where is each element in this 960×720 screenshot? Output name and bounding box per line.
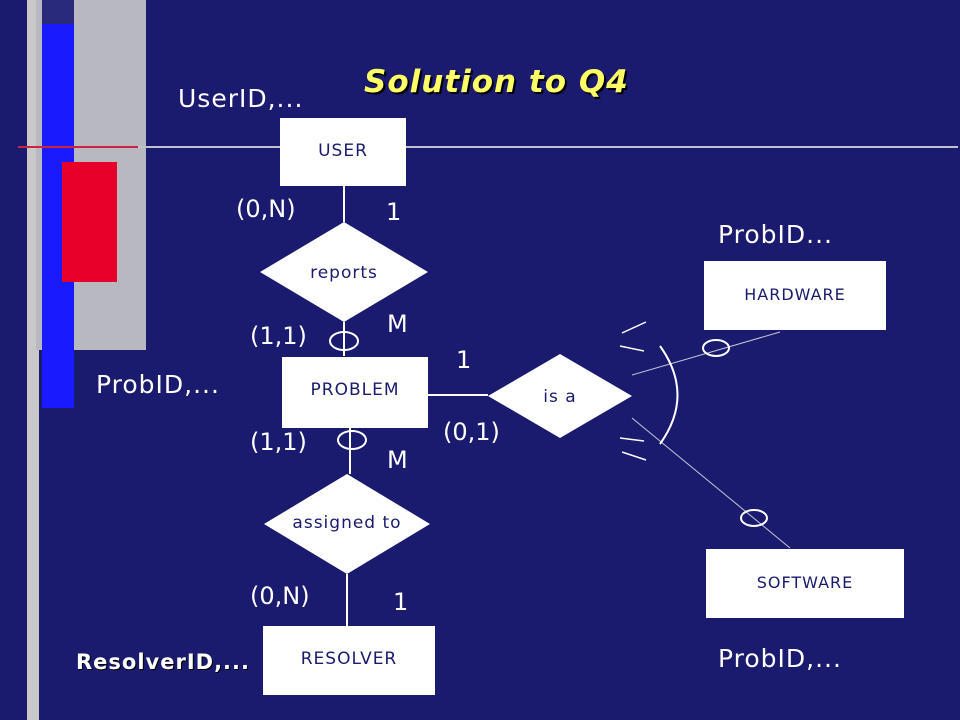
entity-problem-label: PROBLEM	[310, 380, 400, 400]
relationship-diamond-isa	[488, 354, 632, 438]
entity-software-label: SOFTWARE	[756, 573, 854, 592]
entity-box-user	[280, 118, 406, 186]
entity-user-label: USER	[318, 141, 368, 161]
attribute-software: ProbID,...	[718, 644, 842, 673]
participation-circle-reports	[329, 331, 359, 351]
cardinality-problem-reports-ratio: M	[387, 310, 408, 338]
participation-circle-hardware	[702, 339, 730, 357]
participation-circle-assigned	[337, 430, 367, 450]
cardinality-user-participation: (0,N)	[236, 195, 296, 223]
relationship-isa-label: is a	[543, 387, 577, 407]
diagram-title: Solution to Q4	[364, 64, 629, 100]
subclass-arc-bottom	[619, 437, 647, 461]
entity-box-resolver	[263, 626, 435, 695]
participation-circle-software	[740, 509, 768, 527]
relationship-reports-label: reports	[310, 263, 378, 283]
entity-box-problem	[282, 357, 428, 428]
cardinality-problem-reports-participation: (1,1)	[250, 322, 307, 350]
relationship-assigned-label: assigned to	[292, 513, 402, 533]
attribute-hardware: ProbID...	[718, 220, 833, 249]
decor-horizontal-rule	[18, 146, 958, 148]
attribute-user: UserID,...	[178, 84, 304, 113]
cardinality-problem-assigned-participation: (1,1)	[250, 428, 307, 456]
cardinality-resolver-participation: (0,N)	[250, 582, 310, 610]
subclass-arc-top	[619, 321, 647, 352]
relationship-diamond-reports	[260, 222, 428, 322]
cardinality-user-ratio: 1	[386, 198, 402, 226]
entity-hardware-label: HARDWARE	[744, 285, 846, 304]
cardinality-problem-isa-ratio: 1	[456, 346, 472, 374]
subclass-bracket	[659, 345, 679, 445]
cardinality-problem-assigned-ratio: M	[387, 446, 408, 474]
decor-bar-navy	[42, 0, 74, 24]
entity-box-software	[706, 549, 904, 618]
line-isa-software	[631, 417, 791, 549]
relationship-diamond-assigned	[264, 474, 430, 574]
attribute-problem: ProbID,...	[96, 370, 220, 399]
attribute-resolver: ResolverID,...	[76, 650, 250, 674]
cardinality-problem-isa-participation: (0,1)	[443, 418, 500, 446]
decor-horizontal-rule-red	[18, 146, 138, 148]
cardinality-resolver-ratio: 1	[393, 588, 409, 616]
decor-bar-red	[62, 162, 117, 282]
entity-resolver-label: RESOLVER	[300, 649, 398, 669]
entity-box-hardware	[704, 261, 886, 330]
